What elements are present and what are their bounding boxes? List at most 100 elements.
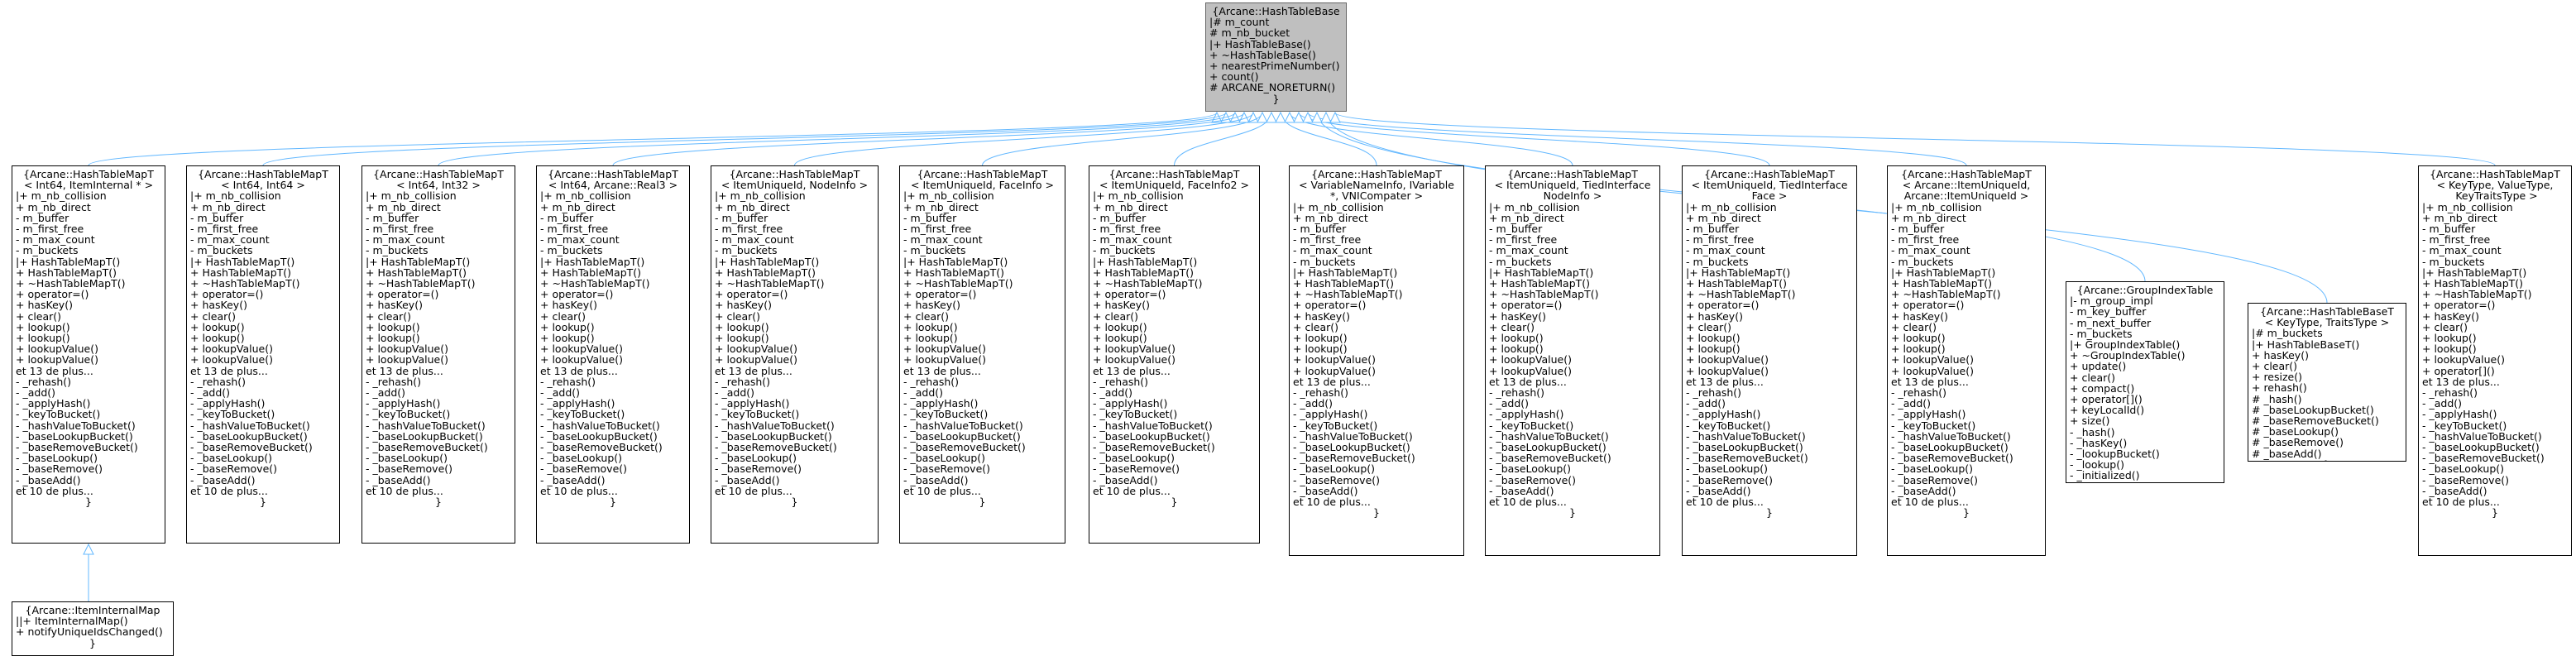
member-line: - m_buffer	[903, 211, 957, 224]
member-line: - m_first_free	[1686, 233, 1755, 247]
member-line: et 10 de plus...	[2422, 496, 2500, 509]
member-line: + ~HashTableMapT()	[1686, 288, 1796, 301]
member-line: + lookupValue()	[16, 353, 99, 366]
member-line: + operator=()	[715, 288, 788, 301]
member-line: - _rehash()	[16, 375, 72, 388]
member-line: - _keyToBucket()	[540, 408, 625, 421]
member-line: + lookup()	[540, 332, 595, 345]
member-line: |+ HashTableMapT()	[1686, 266, 1791, 279]
member-line: - _baseAdd()	[2422, 484, 2487, 497]
class-hashtablemapt-keytype-valuetype[interactable]: {Arcane::HashTableMapT< KeyType, ValueTy…	[2418, 165, 2572, 556]
class-hashtablemapt-variablenameinfo[interactable]: {Arcane::HashTableMapT< VariableNameInfo…	[1289, 165, 1464, 556]
member-line: - _applyHash()	[540, 397, 615, 410]
member-line: - m_max_count	[366, 233, 445, 247]
member-line: {Arcane::HashTableMapT	[917, 168, 1048, 180]
member-line: - m_buffer	[190, 211, 244, 224]
class-iteminternalmap[interactable]: {Arcane::ItemInternalMap||+ ItemInternal…	[12, 601, 174, 656]
member-line: }	[1569, 506, 1576, 520]
class-hashtablemapt-int64-int32[interactable]: {Arcane::HashTableMapT< Int64, Int32 >|+…	[362, 165, 515, 544]
member-line: - m_buckets	[903, 244, 966, 257]
class-hashtablemapt-itemuniqueid-nodeinfo[interactable]: {Arcane::HashTableMapT< ItemUniqueId, No…	[711, 165, 879, 544]
member-line: - _hashValueToBucket()	[903, 419, 1023, 432]
member-line: < ItemUniqueId, TiedInterface	[1691, 179, 1848, 192]
member-line: et 10 de plus...	[16, 484, 93, 497]
member-line: + nearestPrimeNumber()	[1209, 60, 1340, 73]
member-line: - _checkIntegrity()	[2070, 481, 2220, 482]
member-line: + lookup()	[366, 332, 420, 345]
member-line: + ~HashTableBase()	[1209, 48, 1316, 61]
member-line: - _rehash()	[540, 375, 596, 388]
member-line: - _baseAdd()	[1686, 484, 1751, 497]
member-line: |+ HashTableMapT()	[16, 255, 121, 268]
class-hashtablemapt-int64-iteminternal[interactable]: {Arcane::HashTableMapT< Int64, ItemInter…	[12, 165, 165, 544]
member-line: + m_nb_direct	[190, 200, 266, 213]
class-hashtablebase[interactable]: {Arcane::HashTableBase|# m_count# m_nb_b…	[1205, 2, 1347, 112]
member-line: + lookup()	[903, 332, 958, 345]
member-line: }	[260, 496, 266, 509]
member-line: KeyTraitsType >	[2452, 189, 2538, 203]
member-line: - _rehash()	[1489, 386, 1545, 400]
class-hashtablemapt-tiedinterfacenodeinfo[interactable]: {Arcane::HashTableMapT< ItemUniqueId, Ti…	[1485, 165, 1660, 556]
member-line: - _rehash()	[1686, 386, 1742, 400]
member-line: + ~HashTableMapT()	[366, 277, 476, 290]
class-groupindextable[interactable]: {Arcane::GroupIndexTable|- m_group_impl-…	[2066, 281, 2224, 483]
class-hashtablemapt-tiedinterfaceface[interactable]: {Arcane::HashTableMapT< ItemUniqueId, Ti…	[1682, 165, 1857, 556]
member-line: - m_max_count	[1093, 233, 1172, 247]
member-line: - _baseLookup()	[2422, 462, 2505, 476]
member-line: + hasKey()	[1686, 309, 1743, 323]
inheritance-arrowhead	[1302, 111, 1314, 123]
class-hashtablemapt-itemuniqueid-faceinfo2[interactable]: {Arcane::HashTableMapT< ItemUniqueId, Fa…	[1089, 165, 1260, 544]
member-line: ||+ ItemInternalMap()	[16, 615, 128, 628]
member-line: + notifyUniqueIdsChanged()	[16, 625, 163, 639]
member-line: - _baseRemoveBucket()	[1489, 452, 1611, 465]
member-line: - _applyHash()	[1686, 408, 1761, 421]
member-line: < ItemUniqueId, FaceInfo >	[911, 179, 1054, 192]
member-line: - m_buffer	[16, 211, 69, 224]
member-line: + ~HashTableMapT()	[16, 277, 126, 290]
member-line: + m_nb_direct	[1093, 200, 1168, 213]
member-line: |+ HashTableMapT()	[540, 255, 645, 268]
member-line: - _keyToBucket()	[1891, 419, 1976, 432]
member-line: - m_first_free	[1891, 233, 1960, 247]
member-line: + HashTableMapT()	[1891, 277, 1993, 290]
member-line: - _baseLookup()	[366, 452, 448, 465]
member-line: - m_max_count	[2422, 244, 2502, 257]
inheritance-edge	[1307, 112, 1967, 166]
member-line: + lookupValue()	[190, 342, 274, 356]
member-line: - _baseLookup()	[540, 452, 623, 465]
member-line: |+ HashTableMapT()	[1093, 255, 1198, 268]
member-line: # m_nb_bucket	[1209, 26, 1290, 40]
member-line: + lookupValue()	[1093, 353, 1176, 366]
member-line: - _baseLookup()	[16, 452, 98, 465]
class-hashtablemapt-itemuniqueid-faceinfo[interactable]: {Arcane::HashTableMapT< ItemUniqueId, Fa…	[899, 165, 1065, 544]
member-line: + lookupValue()	[540, 353, 624, 366]
member-line: et 13 de plus...	[715, 364, 792, 377]
member-line: - _hashValueToBucket()	[1093, 419, 1213, 432]
member-line: + m_nb_direct	[366, 200, 441, 213]
member-line: + lookup()	[1293, 342, 1348, 356]
member-line: - _baseRemoveBucket()	[903, 441, 1026, 454]
member-line: - _baseRemoveBucket()	[16, 441, 138, 454]
member-line: + lookupValue()	[16, 342, 99, 356]
member-line: < KeyType, ValueType,	[2436, 179, 2554, 192]
member-line: # _hash()	[2252, 392, 2302, 405]
member-line: + keyLocalId()	[2070, 404, 2145, 417]
member-line: - _baseAdd()	[1093, 473, 1158, 486]
member-line: - _hashValueToBucket()	[715, 419, 835, 432]
member-line: - _keyToBucket()	[190, 408, 275, 421]
class-hashtablebaset[interactable]: {Arcane::HashTableBaseT< KeyType, Traits…	[2248, 303, 2406, 462]
class-hashtablemapt-itemuniqueid-itemuniqueid[interactable]: {Arcane::HashTableMapT< Arcane::ItemUniq…	[1887, 165, 2046, 556]
member-line: < ItemUniqueId, FaceInfo2 >	[1099, 179, 1249, 192]
member-line: - _rehash()	[366, 375, 422, 388]
member-line: }	[979, 496, 986, 509]
member-line: - _keyToBucket()	[1489, 419, 1574, 432]
member-line: - _baseLookup()	[1489, 462, 1572, 476]
member-line: |+ m_nb_collision	[1891, 200, 1982, 213]
class-hashtablemapt-int64-real3[interactable]: {Arcane::HashTableMapT< Int64, Arcane::R…	[536, 165, 690, 544]
class-hashtablemapt-int64-int64[interactable]: {Arcane::HashTableMapT< Int64, Int64 >|+…	[186, 165, 340, 544]
member-line: - _baseAdd()	[1891, 484, 1956, 497]
member-line: {Arcane::HashTableMapT	[548, 168, 678, 180]
member-line: {Arcane::HashTableMapT	[1901, 168, 2032, 180]
member-line: - _baseLookup()	[903, 452, 986, 465]
member-line: + lookup()	[16, 320, 70, 333]
